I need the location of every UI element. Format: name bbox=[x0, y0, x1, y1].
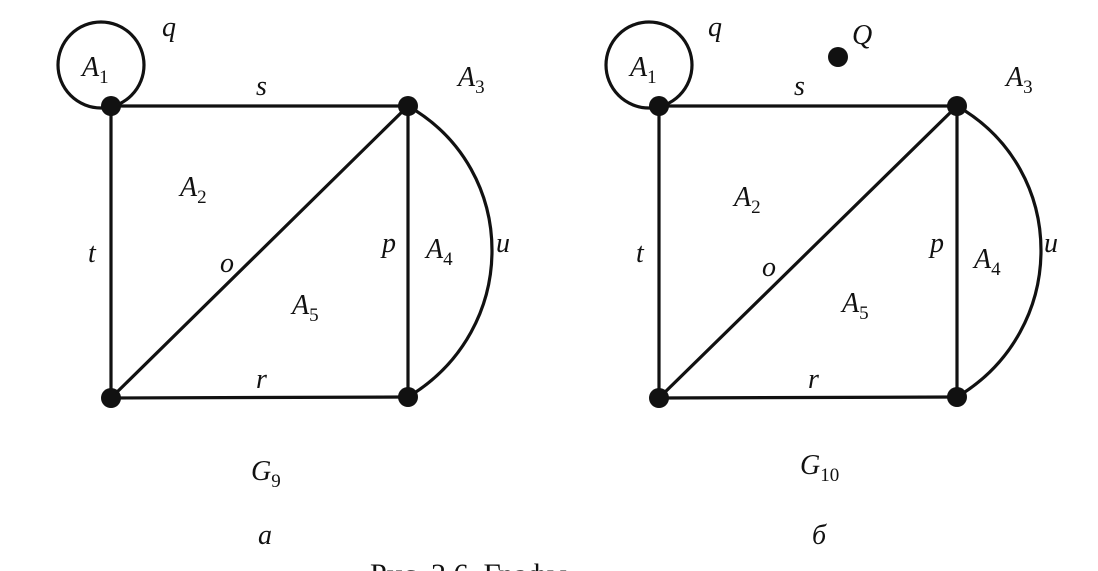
panel-label-b: б bbox=[812, 520, 827, 551]
edge-label-u: u bbox=[496, 228, 510, 259]
graph-name-g9: G9 bbox=[251, 456, 281, 492]
edge-label-q: q bbox=[708, 12, 722, 43]
edge-label-t: t bbox=[636, 238, 645, 269]
graph-g9: q s t o p r u A1 A2 A3 A4 A5 G9 a bbox=[56, 12, 510, 551]
vertex-top-left bbox=[649, 96, 669, 116]
face-label-a5: A5 bbox=[840, 288, 869, 324]
edge-label-p: p bbox=[380, 228, 396, 259]
edge-label-s: s bbox=[794, 71, 805, 102]
edge-label-r: r bbox=[808, 364, 819, 395]
edge-o bbox=[109, 104, 410, 400]
figure-caption: Рис. 2.6. Графы bbox=[370, 558, 567, 571]
vertex-top-left bbox=[101, 96, 121, 116]
edge-u-arc bbox=[955, 104, 1043, 399]
edge-q-loop bbox=[56, 20, 146, 110]
face-label-a2: A2 bbox=[732, 182, 761, 218]
vertex-top-right bbox=[398, 96, 418, 116]
edge-label-o: o bbox=[762, 252, 776, 283]
edge-r bbox=[109, 395, 410, 400]
graph-name-g10: G10 bbox=[800, 450, 839, 486]
face-label-a3: A3 bbox=[456, 62, 485, 98]
vertex-top-right bbox=[947, 96, 967, 116]
edge-u-arc bbox=[406, 104, 494, 399]
vertex-bottom-right bbox=[398, 387, 418, 407]
edge-label-p: p bbox=[928, 228, 944, 259]
vertex-bottom-left bbox=[101, 388, 121, 408]
vertex-bottom-left bbox=[649, 388, 669, 408]
face-label-a1: A1 bbox=[628, 52, 657, 88]
graph-g10: Q q s t o p r u A1 A2 A3 A4 A5 G10 б bbox=[604, 12, 1058, 551]
edge-o bbox=[657, 104, 959, 400]
face-label-a4: A4 bbox=[972, 244, 1001, 280]
edge-r bbox=[657, 395, 959, 400]
panel-label-a: a bbox=[258, 520, 272, 551]
edge-label-s: s bbox=[256, 71, 267, 102]
edge-label-t: t bbox=[88, 238, 97, 269]
edge-label-r: r bbox=[256, 364, 267, 395]
face-label-a4: A4 bbox=[424, 234, 453, 270]
edge-label-u: u bbox=[1044, 228, 1058, 259]
vertex-label-q: Q bbox=[852, 20, 872, 51]
edge-q-loop bbox=[604, 20, 694, 110]
face-label-a3: A3 bbox=[1004, 62, 1033, 98]
vertex-isolated-q bbox=[828, 47, 848, 67]
face-label-a1: A1 bbox=[80, 52, 109, 88]
face-label-a2: A2 bbox=[178, 172, 207, 208]
face-label-a5: A5 bbox=[290, 290, 319, 326]
edge-label-o: o bbox=[220, 248, 234, 279]
vertex-bottom-right bbox=[947, 387, 967, 407]
edge-label-q: q bbox=[162, 12, 176, 43]
